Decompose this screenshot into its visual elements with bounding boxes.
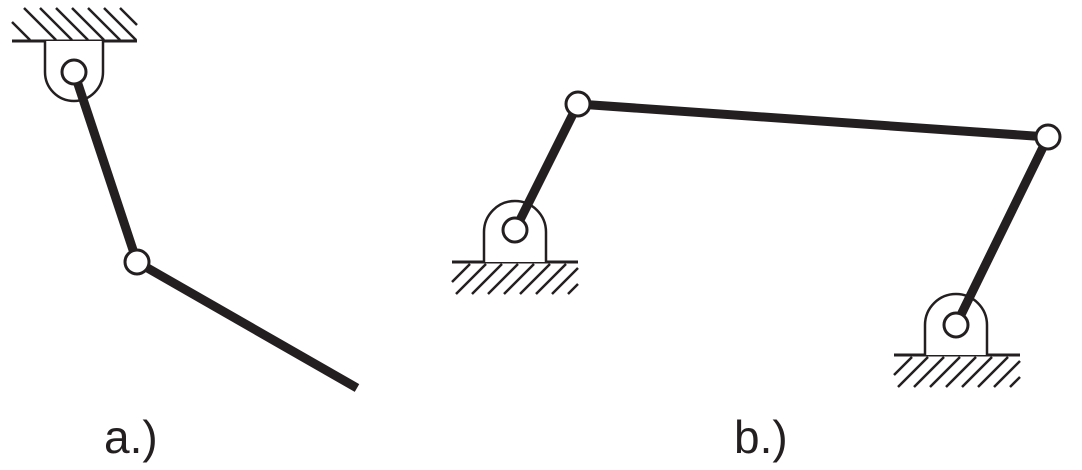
figure-a-caption: a.) — [104, 411, 158, 463]
figure-b-rocker-link — [951, 135, 1053, 327]
figure-b-coupler-link — [577, 99, 1049, 142]
figure-b-crank-link — [510, 101, 583, 233]
figure-b-left-ground-pivot — [501, 216, 529, 244]
figure-b-caption: b.) — [734, 411, 788, 463]
figure-b-mechanism — [451, 90, 1062, 388]
figure-a-ceiling-ground — [11, 7, 138, 43]
figure-a-mechanism — [11, 7, 360, 392]
figure-b-crank-coupler-joint — [564, 90, 592, 118]
figure-a-middle-joint — [123, 248, 151, 276]
figure-a-link-lower — [134, 258, 360, 392]
figure-b-left-ground — [451, 260, 579, 295]
figure-a-top-pivot — [60, 58, 88, 86]
figure-b-right-ground — [893, 353, 1021, 388]
figure-b-coupler-rocker-joint — [1034, 123, 1062, 151]
figure-a-link-upper — [69, 70, 142, 264]
figure-b-right-ground-pivot — [942, 311, 970, 339]
